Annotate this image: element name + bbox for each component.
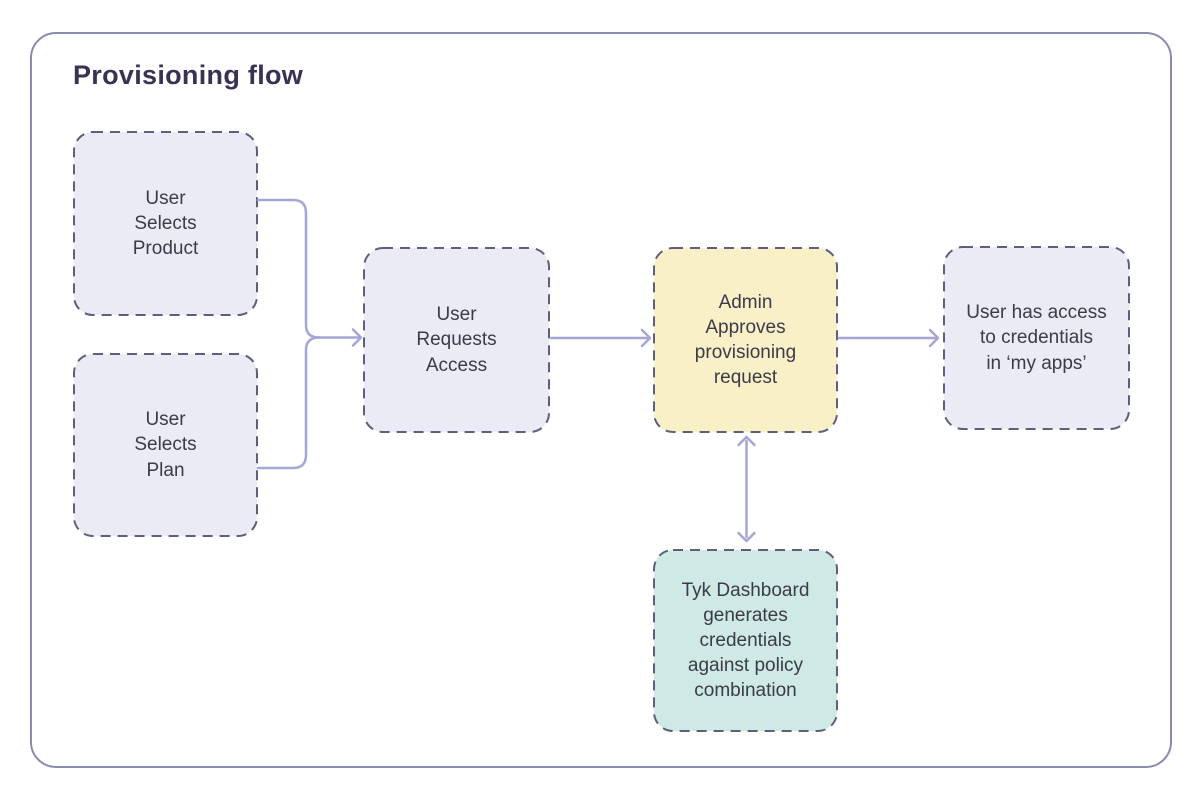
node-user-has-access: User has access to credentials in ‘my ap… xyxy=(943,246,1130,430)
node-label: User Requests Access xyxy=(416,304,497,376)
node-label: Admin Approves provisioning request xyxy=(694,291,797,389)
node-user-selects-plan: User Selects Plan xyxy=(73,353,258,537)
node-box-user-selects-product xyxy=(73,131,258,316)
node-admin-approves-request: Admin Approves provisioning request xyxy=(653,247,838,433)
arrowhead-into-requests-access xyxy=(351,328,363,347)
node-user-selects-product: User Selects Product xyxy=(73,131,258,316)
node-box-admin-approves-request xyxy=(653,247,838,433)
node-label: User Selects Plan xyxy=(134,409,197,481)
node-user-requests-access: User Requests Access xyxy=(363,247,550,433)
node-box-user-requests-access xyxy=(363,247,550,433)
edge-product-to-requests xyxy=(256,198,321,339)
node-tyk-dashboard-generates: Tyk Dashboard generates credentials agai… xyxy=(653,549,838,732)
node-box-tyk-dashboard-generates xyxy=(653,549,838,732)
node-label: User Selects Product xyxy=(132,187,199,260)
arrowhead-up-into-admin xyxy=(737,435,756,447)
arrowhead-into-user-has-access xyxy=(928,328,940,348)
node-label: User has access to credentials in ‘my ap… xyxy=(966,302,1107,374)
node-box-user-has-access xyxy=(943,246,1130,430)
arrowhead-down-into-tyk xyxy=(737,531,756,543)
edge-plan-to-requests xyxy=(256,336,321,470)
node-label: Tyk Dashboard generates credentials agai… xyxy=(681,579,810,702)
diagram-title: Provisioning flow xyxy=(73,60,304,90)
arrowhead-into-admin-approves xyxy=(640,328,652,348)
node-box-user-selects-plan xyxy=(73,353,258,537)
